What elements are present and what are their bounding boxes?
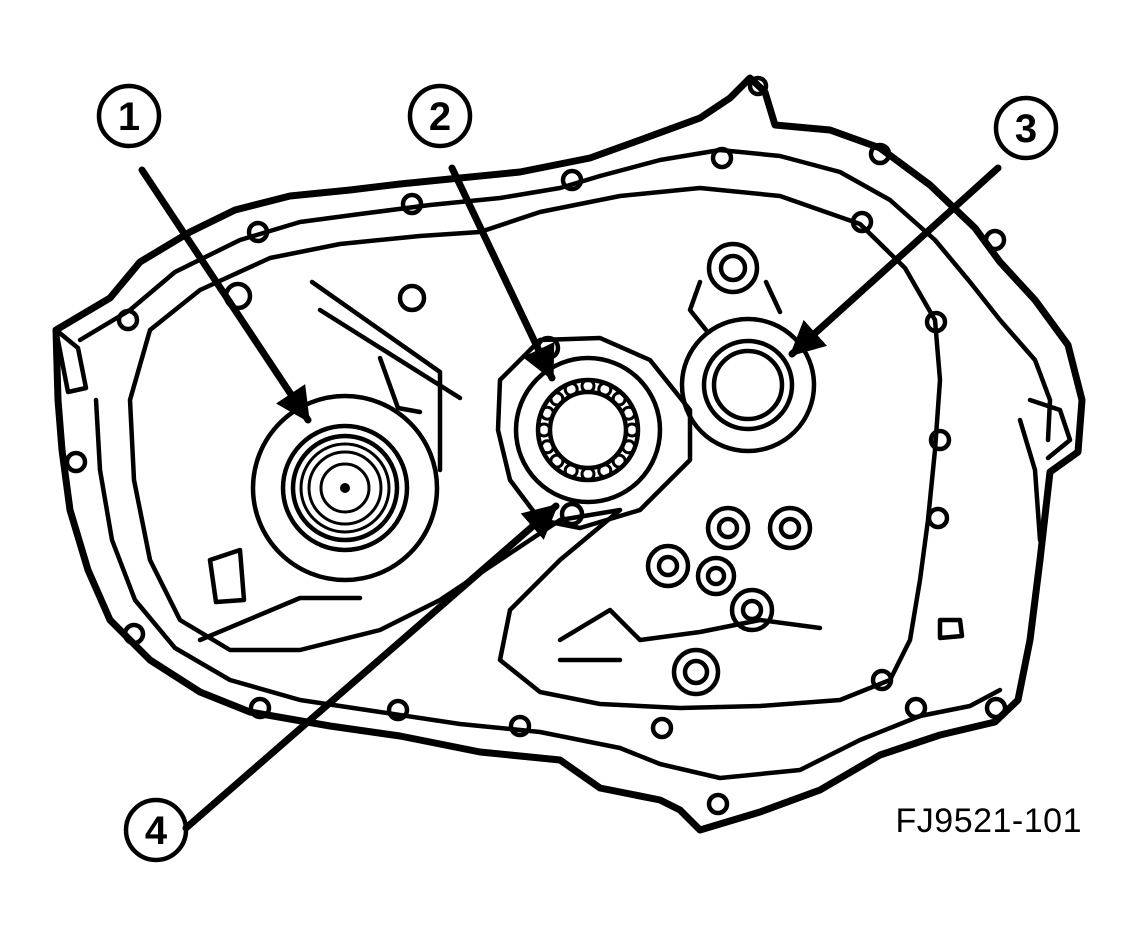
spline-tooth — [536, 422, 552, 438]
spline-tooth — [624, 422, 640, 438]
gasket-flange-left — [77, 173, 603, 343]
bolt-hole — [560, 168, 584, 192]
bolt-hole — [122, 622, 146, 646]
shaft-splines — [536, 378, 640, 482]
leader-line-2 — [448, 164, 556, 382]
bolt-hole — [400, 192, 424, 216]
leader-line-1 — [138, 166, 312, 424]
bolt-hole — [928, 428, 952, 452]
leader-line-3 — [788, 164, 1002, 358]
figure-id: FJ9521-101 — [896, 802, 1082, 840]
rear-output-bore — [679, 241, 817, 454]
spline-tooth — [611, 391, 627, 407]
spline-tooth — [621, 439, 637, 455]
bolt-hole — [246, 220, 270, 244]
callout-label: 4 — [145, 809, 168, 853]
shift-lever-slot — [937, 617, 965, 641]
interior-rib — [197, 547, 363, 643]
callout-label: 1 — [118, 95, 140, 139]
callout-2: 2 — [407, 83, 473, 149]
interior-rib — [309, 279, 463, 473]
callout-1: 1 — [96, 83, 162, 149]
spline-tooth — [563, 463, 579, 479]
bolt-hole — [248, 696, 272, 720]
bolt-holes — [64, 75, 1008, 816]
bolt-hole — [926, 506, 950, 530]
spline-tooth — [597, 381, 613, 397]
callout-3: 3 — [993, 95, 1059, 161]
spline-tooth — [580, 466, 596, 482]
bolt-hole — [397, 283, 427, 313]
bolt-hole — [64, 450, 88, 474]
bolt-hole — [710, 146, 734, 170]
shift-lever-boss — [1017, 397, 1073, 543]
bolt-hole — [984, 696, 1008, 720]
callout-4: 4 — [123, 797, 189, 863]
bolt-hole — [706, 792, 730, 816]
left-mount-tab — [53, 327, 89, 395]
input-bearing-bore — [250, 393, 440, 583]
spline-tooth — [611, 453, 627, 469]
bolt-hole — [870, 668, 894, 692]
bolt-hole — [116, 308, 140, 332]
bolt-hole — [747, 75, 769, 97]
spline-tooth — [621, 405, 637, 421]
gasket-flange-right — [597, 147, 1053, 443]
bolt-hole — [904, 696, 928, 720]
bolt-hole — [386, 698, 410, 722]
spline-tooth — [539, 439, 555, 455]
bolt-hole — [924, 310, 948, 334]
spline-tooth — [539, 405, 555, 421]
bolt-hole — [650, 716, 674, 740]
leader-line-4 — [182, 502, 560, 832]
shift-rail-bosses — [645, 505, 813, 697]
spline-tooth — [563, 381, 579, 397]
bolt-hole — [850, 210, 874, 234]
spline-tooth — [597, 463, 613, 479]
lower-rib — [557, 607, 823, 663]
bolt-hole — [868, 142, 892, 166]
housing-outline — [52, 74, 1086, 834]
oil-pump-assembly — [495, 335, 693, 531]
spline-tooth — [580, 378, 596, 394]
callout-label: 3 — [1015, 107, 1037, 151]
spline-tooth — [549, 391, 565, 407]
callout-label: 2 — [429, 95, 451, 139]
bolt-hole — [983, 228, 1007, 252]
bolt-hole — [508, 714, 532, 738]
gasket-flange-bottom — [93, 397, 1003, 781]
spline-tooth — [549, 453, 565, 469]
